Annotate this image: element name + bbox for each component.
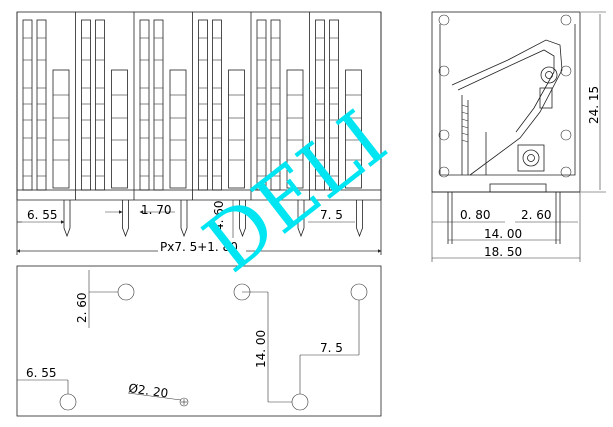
pcb-hole bbox=[117, 283, 135, 301]
pcb-dim-span: 14. 00 bbox=[254, 330, 268, 368]
terminal-window bbox=[286, 69, 304, 189]
solder-pin bbox=[239, 200, 246, 238]
front-view: 6. 55 1. 70 4. 60 7. 5 Px7. 5+1. 80 bbox=[16, 11, 382, 255]
pcb-dim-row: 2. 60 bbox=[75, 292, 89, 323]
terminal-slot bbox=[270, 19, 281, 191]
pcb-dim-hole: Ø2. 20 bbox=[128, 381, 170, 400]
side-dim-left: 0. 80 bbox=[460, 208, 491, 222]
front-dim-height: 4. 60 bbox=[212, 200, 226, 231]
side-view: 24. 15 0. 80 2. 60 14. 00 18. 50 bbox=[431, 11, 606, 262]
pcb-hole-small bbox=[179, 397, 189, 407]
terminal-slot bbox=[95, 19, 105, 191]
pcb-hole bbox=[59, 393, 77, 411]
solder-pin bbox=[122, 200, 129, 238]
terminal-slot bbox=[198, 19, 208, 191]
terminal-window bbox=[52, 69, 70, 189]
terminal-slot bbox=[139, 19, 150, 191]
pcb-hole bbox=[291, 393, 309, 411]
terminal-window bbox=[345, 69, 362, 189]
terminal-window bbox=[111, 69, 128, 189]
pcb-layout: 2. 60 6. 55 Ø2. 20 14. 00 7. 5 bbox=[16, 265, 382, 417]
front-dim-pitch: 7. 5 bbox=[320, 208, 343, 222]
solder-pin bbox=[356, 200, 363, 238]
terminal-slot bbox=[153, 19, 164, 191]
pcb-dim-pitch: 7. 5 bbox=[320, 341, 343, 355]
side-dim-height: 24. 15 bbox=[587, 86, 601, 124]
solder-pin bbox=[180, 200, 188, 238]
solder-pin bbox=[63, 200, 71, 238]
terminal-slot bbox=[36, 19, 47, 191]
terminal-slot bbox=[256, 19, 267, 191]
terminal-slot bbox=[315, 19, 325, 191]
terminal-slot bbox=[81, 19, 91, 191]
front-dim-overall: Px7. 5+1. 80 bbox=[160, 240, 238, 254]
terminal-window bbox=[228, 69, 245, 189]
terminal-slot bbox=[22, 19, 33, 191]
side-dim-overall: 18. 50 bbox=[484, 245, 522, 259]
side-dim-pins: 14. 00 bbox=[484, 227, 522, 241]
side-dim-right: 2. 60 bbox=[521, 208, 552, 222]
terminal-modules bbox=[16, 12, 382, 238]
solder-pin bbox=[297, 200, 305, 238]
terminal-slot bbox=[329, 19, 339, 191]
watermark-text: DELI bbox=[188, 95, 403, 290]
terminal-window bbox=[169, 69, 187, 189]
pcb-hole bbox=[350, 283, 368, 301]
terminal-slot bbox=[212, 19, 222, 191]
front-dim-left: 6. 55 bbox=[27, 208, 58, 222]
front-dim-gap: 1. 70 bbox=[141, 203, 172, 217]
pcb-dim-left: 6. 55 bbox=[26, 366, 57, 380]
